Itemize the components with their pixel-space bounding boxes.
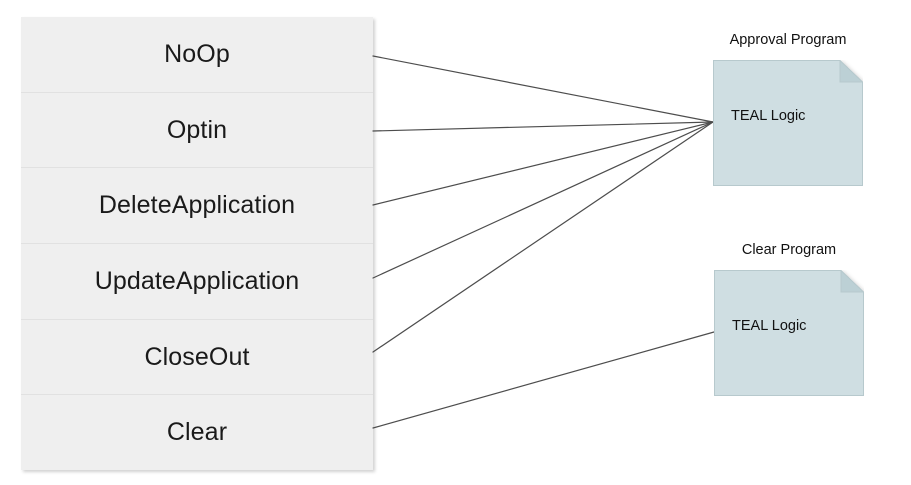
- connector-closeout-to-approval: [372, 121, 714, 353]
- approval-program-card[interactable]: TEAL Logic: [713, 60, 863, 186]
- oncomplete-row-optin[interactable]: Optin: [21, 91, 373, 168]
- clear-program-card[interactable]: TEAL Logic: [714, 270, 864, 396]
- connector-noop-to-approval: [372, 55, 714, 123]
- oncomplete-row-clear[interactable]: Clear: [21, 394, 373, 471]
- oncomplete-label-noop: NoOp: [164, 39, 230, 68]
- oncomplete-label-deleteapplication: DeleteApplication: [98, 191, 296, 220]
- clear-program-body: TEAL Logic: [732, 318, 807, 334]
- oncomplete-row-updateapplication[interactable]: UpdateApplication: [21, 243, 373, 319]
- oncomplete-row-noop[interactable]: NoOp: [21, 17, 373, 92]
- connector-updateapplication-to-approval: [372, 121, 714, 279]
- approval-program-body: TEAL Logic: [731, 108, 806, 124]
- approval-program-group: Approval Program TEAL Logic: [713, 33, 863, 193]
- oncomplete-label-updateapplication: UpdateApplication: [94, 266, 300, 295]
- connector-deleteapplication-to-approval: [372, 121, 714, 206]
- connector-clear-to-clearprogram: [372, 331, 715, 429]
- connector-optin-to-approval: [372, 121, 714, 132]
- oncomplete-row-closeout[interactable]: CloseOut: [21, 318, 373, 395]
- clear-program-title: Clear Program: [741, 242, 837, 258]
- oncomplete-label-optin: Optin: [166, 115, 228, 144]
- note-folded-corner-icon: [713, 60, 863, 186]
- oncomplete-label-clear: Clear: [166, 418, 228, 447]
- note-folded-corner-icon: [714, 270, 864, 396]
- oncomplete-list-panel: NoOp Optin DeleteApplication UpdateAppli…: [21, 17, 373, 471]
- oncomplete-label-closeout: CloseOut: [144, 342, 250, 371]
- approval-program-title: Approval Program: [729, 32, 847, 48]
- oncomplete-row-deleteapplication[interactable]: DeleteApplication: [21, 167, 373, 244]
- clear-program-group: Clear Program TEAL Logic: [714, 243, 864, 403]
